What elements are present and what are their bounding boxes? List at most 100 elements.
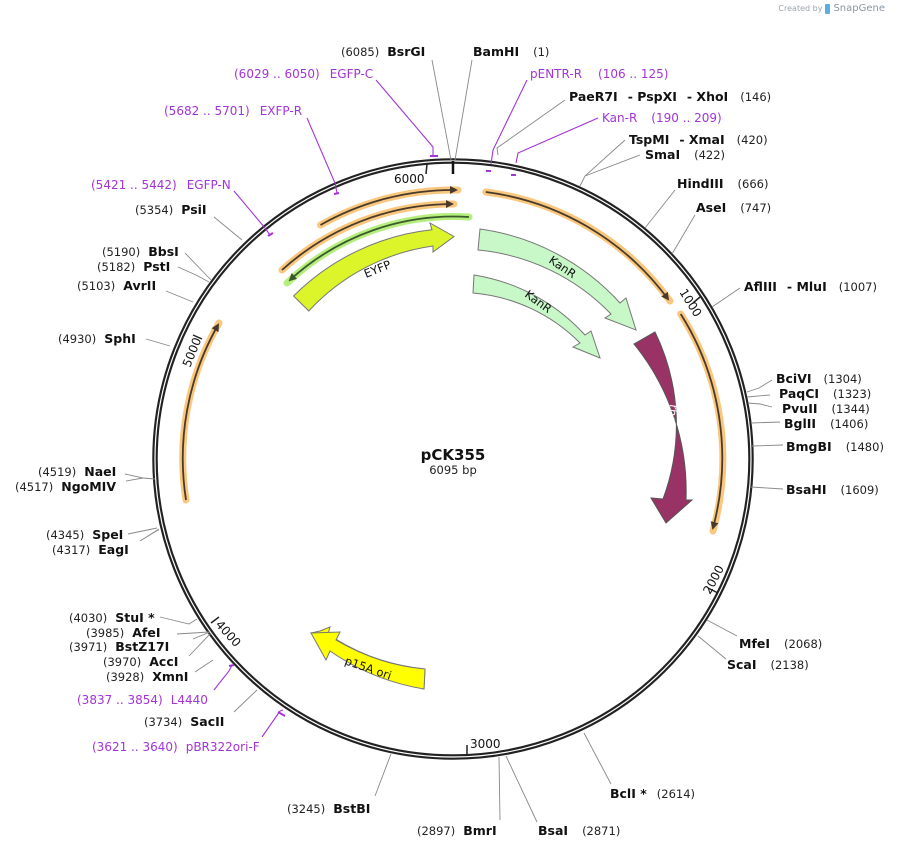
svg-text:(5421 .. 5442)EGFP-N: (5421 .. 5442)EGFP-N [91,178,231,192]
svg-text:(3928)XmnI: (3928) XmnI [106,669,188,684]
site-pos-sphi: (4930) [58,332,96,346]
svg-text:BmgBI(1480): BmgBI (1480) [786,439,884,454]
svg-text:(3971)BstZ17I: (3971)BstZ17I [69,639,169,654]
site-name-stui: StuI * [115,610,155,625]
svg-text:pENTR-R(106 .. 125): pENTR-R(106 .. 125) [530,67,668,81]
site-pos-bsrgi: (6085) [341,45,379,59]
site-name-bsai: BsaI [538,823,568,838]
site-pos-bamhi: (1) [533,45,549,59]
site-name-psti: PstI [143,259,170,274]
site-name-ngomiv: NgoMIV [61,479,116,494]
site-pos-bmri: (2897) [417,824,455,838]
svg-text:(6085)BsrGI: (6085) BsrGI [341,44,425,59]
svg-text:HindIII(666): HindIII (666) [677,176,768,191]
site-pos-bcli: (2614) [657,787,695,801]
site-pos-stui: (4030) [69,611,107,625]
svg-text:BsaI(2871): BsaI(2871) [538,823,620,838]
site-pos-paqci: (1323) [833,387,871,401]
site-name-xhoi: - XhoI [687,89,728,104]
watermark-prefix: Created by [778,4,823,13]
site-name-scai: ScaI [727,657,757,672]
site-name-afei: AfeI [132,625,160,640]
tick-label-6000: 6000 [394,172,425,186]
plasmid-length: 6095 bp [429,463,477,477]
site-pos-psii: (5354) [135,203,173,217]
svg-text:(4345)SpeI: (4345)SpeI [46,527,123,542]
site-name-xmni: XmnI [152,669,188,684]
svg-text:(4519)NaeI: (4519)NaeI [38,464,116,479]
svg-text:(5190)BbsI: (5190) BbsI [102,244,179,259]
site-pos-acci: (3970) [103,655,141,669]
site-pos-bcivi: (1304) [824,372,862,386]
svg-text:(4930)SphI: (4930) SphI [58,331,136,346]
site-name-bmgbi: BmgBI [786,439,832,454]
site-labels: (6085)BsrGI BamHI(1) PaeR7I- PspXI- XhoI… [15,44,884,838]
site-name-hindiii: HindIII [677,176,724,191]
svg-text:(3985)AfeI: (3985)AfeI [86,625,161,640]
site-name-mfei: MfeI [739,636,770,651]
snapgene-logo-icon [825,3,831,14]
svg-text:TspMI- XmaI(420): TspMI- XmaI(420) [629,132,768,147]
site-name-tspmi: TspMI [629,132,669,147]
primer-range-kan-r: (190 .. 209) [651,111,721,125]
site-leaders [124,59,784,823]
site-pos-bstbi: (3245) [287,802,325,816]
primer-name-egfp-c: EGFP-C [330,67,373,81]
site-name-paqci: PaqCI [779,386,819,401]
site-pos-pvuii: (1344) [832,402,870,416]
feature-rhas[interactable]: rhaS [633,331,694,524]
site-name-bamhi: BamHI [473,44,519,59]
primer-labels: (6029 .. 6050)EGFP-C (5682 .. 5701)EXFP-… [77,67,722,754]
svg-text:(3245)BstBI: (3245) BstBI [287,801,370,816]
green-arc [283,213,473,287]
feature-p15a-ori[interactable]: p15A ori [309,626,426,690]
site-name-bmri: BmrI [463,823,496,838]
svg-text:(4517)NgoMIV: (4517)NgoMIV [15,479,116,494]
svg-text:(2897)BmrI: (2897) BmrI [417,823,497,838]
svg-text:AseI(747): AseI(747) [696,200,771,215]
primer-range-pentr-r: (106 .. 125) [598,67,668,81]
site-name-mlui: - MluI [787,279,827,294]
svg-text:(5354)PsiI: (5354)PsiI [135,202,207,217]
svg-text:(4030)StuI *: (4030) StuI * [69,610,155,625]
site-name-spei: SpeI [92,527,123,542]
site-name-afliii: AflIII [744,279,777,294]
site-pos-bmgbi: (1480) [846,440,884,454]
svg-text:PaqCI(1323): PaqCI (1323) [779,386,871,401]
site-name-bbsi: BbsI [148,244,179,259]
primer-range-egfp-n: (5421 .. 5442) [91,178,177,192]
site-name-bstbi: BstBI [333,801,370,816]
feature-eyfp[interactable]: EYFP [292,221,455,312]
site-name-pvuii: PvuII [782,401,818,416]
svg-text:(5103)AvrII: (5103)AvrII [77,278,156,293]
site-pos-avrii: (5103) [77,279,115,293]
site-pos-bglii: (1406) [830,417,868,431]
site-name-xmai: - XmaI [679,132,724,147]
svg-text:(5682 .. 5701)EXFP-R: (5682 .. 5701)EXFP-R [164,104,302,118]
primer-name-kan-r: Kan-R [602,111,637,125]
tick-label-3000: 3000 [470,737,501,751]
svg-text:PvuII(1344): PvuII (1344) [782,401,870,416]
site-pos-scai: (2138) [771,658,809,672]
svg-text:MfeI(2068): MfeI(2068) [739,636,822,651]
svg-text:(3734)SacII: (3734)SacII [144,714,224,729]
site-name-eagi: EagI [98,542,129,557]
site-pos-bbsi: (5190) [102,245,140,259]
svg-text:BciVI(1304): BciVI(1304) [776,371,862,386]
site-pos-hindiii: (666) [738,177,769,191]
site-pos-xmni: (3928) [106,670,144,684]
site-pos-xhoi: (146) [740,90,771,104]
svg-text:(5182)PstI: (5182)PstI [97,259,170,274]
svg-text:BglII(1406): BglII(1406) [784,416,868,431]
svg-text:(4317)EagI: (4317)EagI [52,542,129,557]
site-name-sphi: SphI [104,331,136,346]
site-pos-asei: (747) [740,201,771,215]
site-name-bsrgi: BsrGI [387,44,425,59]
site-pos-smai: (422) [694,148,725,162]
svg-text:BclI *(2614): BclI *(2614) [610,786,695,801]
snapgene-watermark: Created by SnapGene [778,3,885,14]
site-pos-sacii: (3734) [144,715,182,729]
svg-text:AflIII- MluI(1007): AflIII- MluI(1007) [744,279,877,294]
site-pos-bsahi: (1609) [841,483,879,497]
